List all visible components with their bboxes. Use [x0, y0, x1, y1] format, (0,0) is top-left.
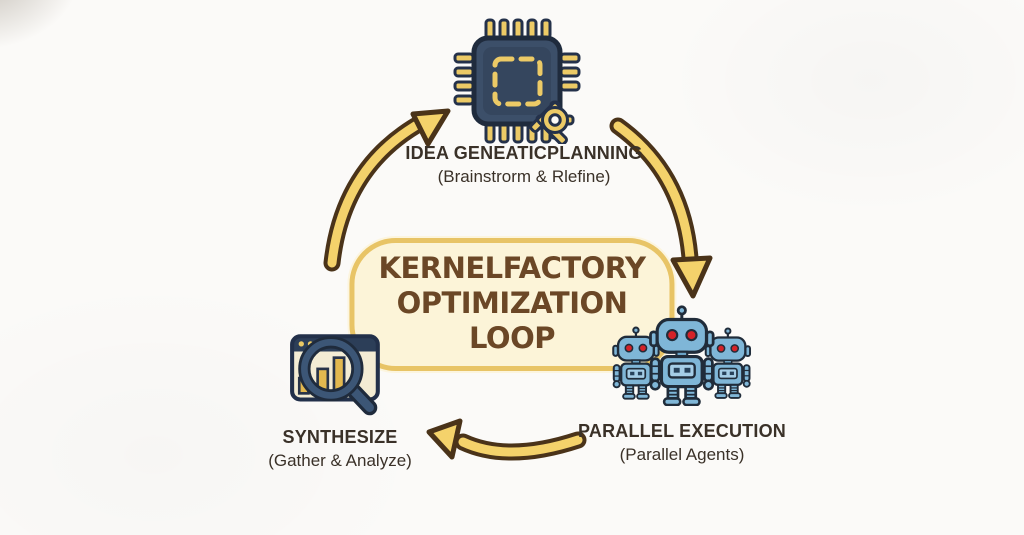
synthesize-node-label: SYNTHESIZE (Gather & Analyze) [268, 427, 412, 471]
title-line-3: LOOP [468, 321, 556, 355]
idea-node-label: IDEA GENEATICPLANNING (Brainstrorm & Rle… [405, 143, 642, 187]
synthesize-label: SYNTHESIZE [282, 427, 398, 447]
idea-sublabel: (Brainstrorm & Rlefine) [437, 167, 611, 186]
execution-sublabel: (Parallel Agents) [619, 445, 745, 464]
title-line-2: OPTIMIZATION [396, 286, 628, 320]
execution-node-label: PARALLEL EXECUTION (Parallel Agents) [578, 421, 786, 465]
arrow-synthesize-to-idea [323, 108, 451, 272]
arrow-idea-to-execution [609, 117, 713, 299]
arrow-execution-to-synthesize [426, 418, 587, 461]
robot-team-icon [612, 305, 752, 406]
execution-label: PARALLEL EXECUTION [578, 421, 786, 441]
idea-label: IDEA GENEATICPLANNING [405, 143, 643, 163]
gear-icon [529, 100, 575, 144]
chart-magnifier-icon [290, 334, 380, 416]
title-line-1: KERNELFACTORY [378, 251, 646, 285]
chip-gear-icon [453, 18, 581, 144]
synthesize-sublabel: (Gather & Analyze) [268, 451, 412, 470]
robot-center [648, 305, 715, 406]
magnifier-icon [298, 336, 378, 416]
